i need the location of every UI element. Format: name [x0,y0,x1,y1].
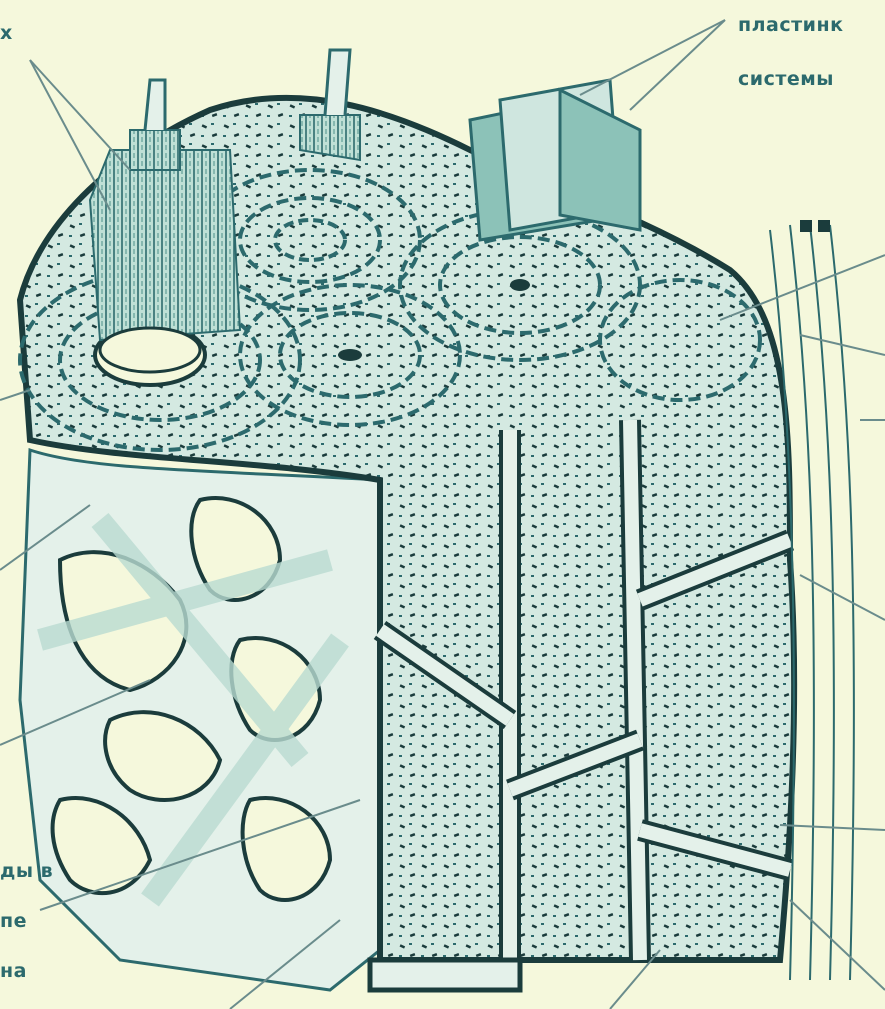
label-top-left: х [0,22,13,44]
label-lamellae-line2: системы [738,68,834,90]
label-lamellae-line1: пластинк [738,14,843,36]
label-bottom-left-line2: пе [0,910,27,932]
lamellae-plates [470,80,640,240]
label-bottom-left-line3: на [0,960,27,982]
label-bottom-left-line1: ды в [0,860,53,882]
spongy-bone [20,450,380,990]
